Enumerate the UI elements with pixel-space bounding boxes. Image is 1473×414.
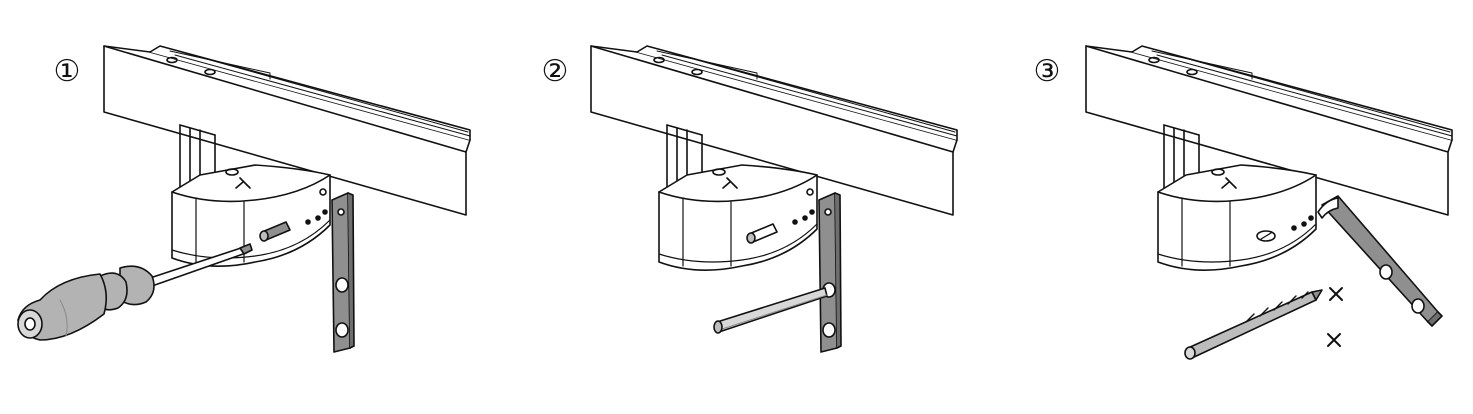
- ceiling-rail: [1085, 45, 1453, 216]
- step-2-number: ②: [541, 54, 569, 89]
- drill-mark-lower: [1327, 333, 1341, 347]
- step-1-number: ①: [53, 54, 81, 89]
- mounting-plate: [331, 192, 355, 353]
- bracket-housing: [1157, 164, 1317, 271]
- mounting-plate: [818, 192, 842, 353]
- hex-key-icon: [713, 287, 828, 334]
- step-3-number: ③: [1033, 54, 1061, 89]
- step-1-illustration: [17, 45, 471, 353]
- step-2-panel: ②: [491, 0, 982, 414]
- ceiling-rail: [590, 45, 958, 216]
- ceiling-rail: [103, 45, 471, 216]
- bracket-housing: [171, 164, 331, 267]
- mount-post: [1163, 124, 1200, 196]
- screwdriver-icon: [17, 243, 253, 341]
- drill-mark-upper: [1329, 287, 1343, 301]
- drill-bit-icon: [1184, 289, 1323, 360]
- set-screw: [259, 221, 291, 242]
- step-1-panel: ①: [0, 0, 491, 414]
- step-2-illustration: [590, 45, 958, 353]
- step-3-illustration: [1085, 45, 1453, 360]
- mounting-plate-swung: [1317, 195, 1443, 327]
- step-3-panel: ③: [982, 0, 1473, 414]
- mount-post: [179, 124, 216, 196]
- set-screw-recess: [746, 223, 778, 244]
- mount-post: [666, 124, 703, 196]
- bracket-housing: [658, 164, 818, 271]
